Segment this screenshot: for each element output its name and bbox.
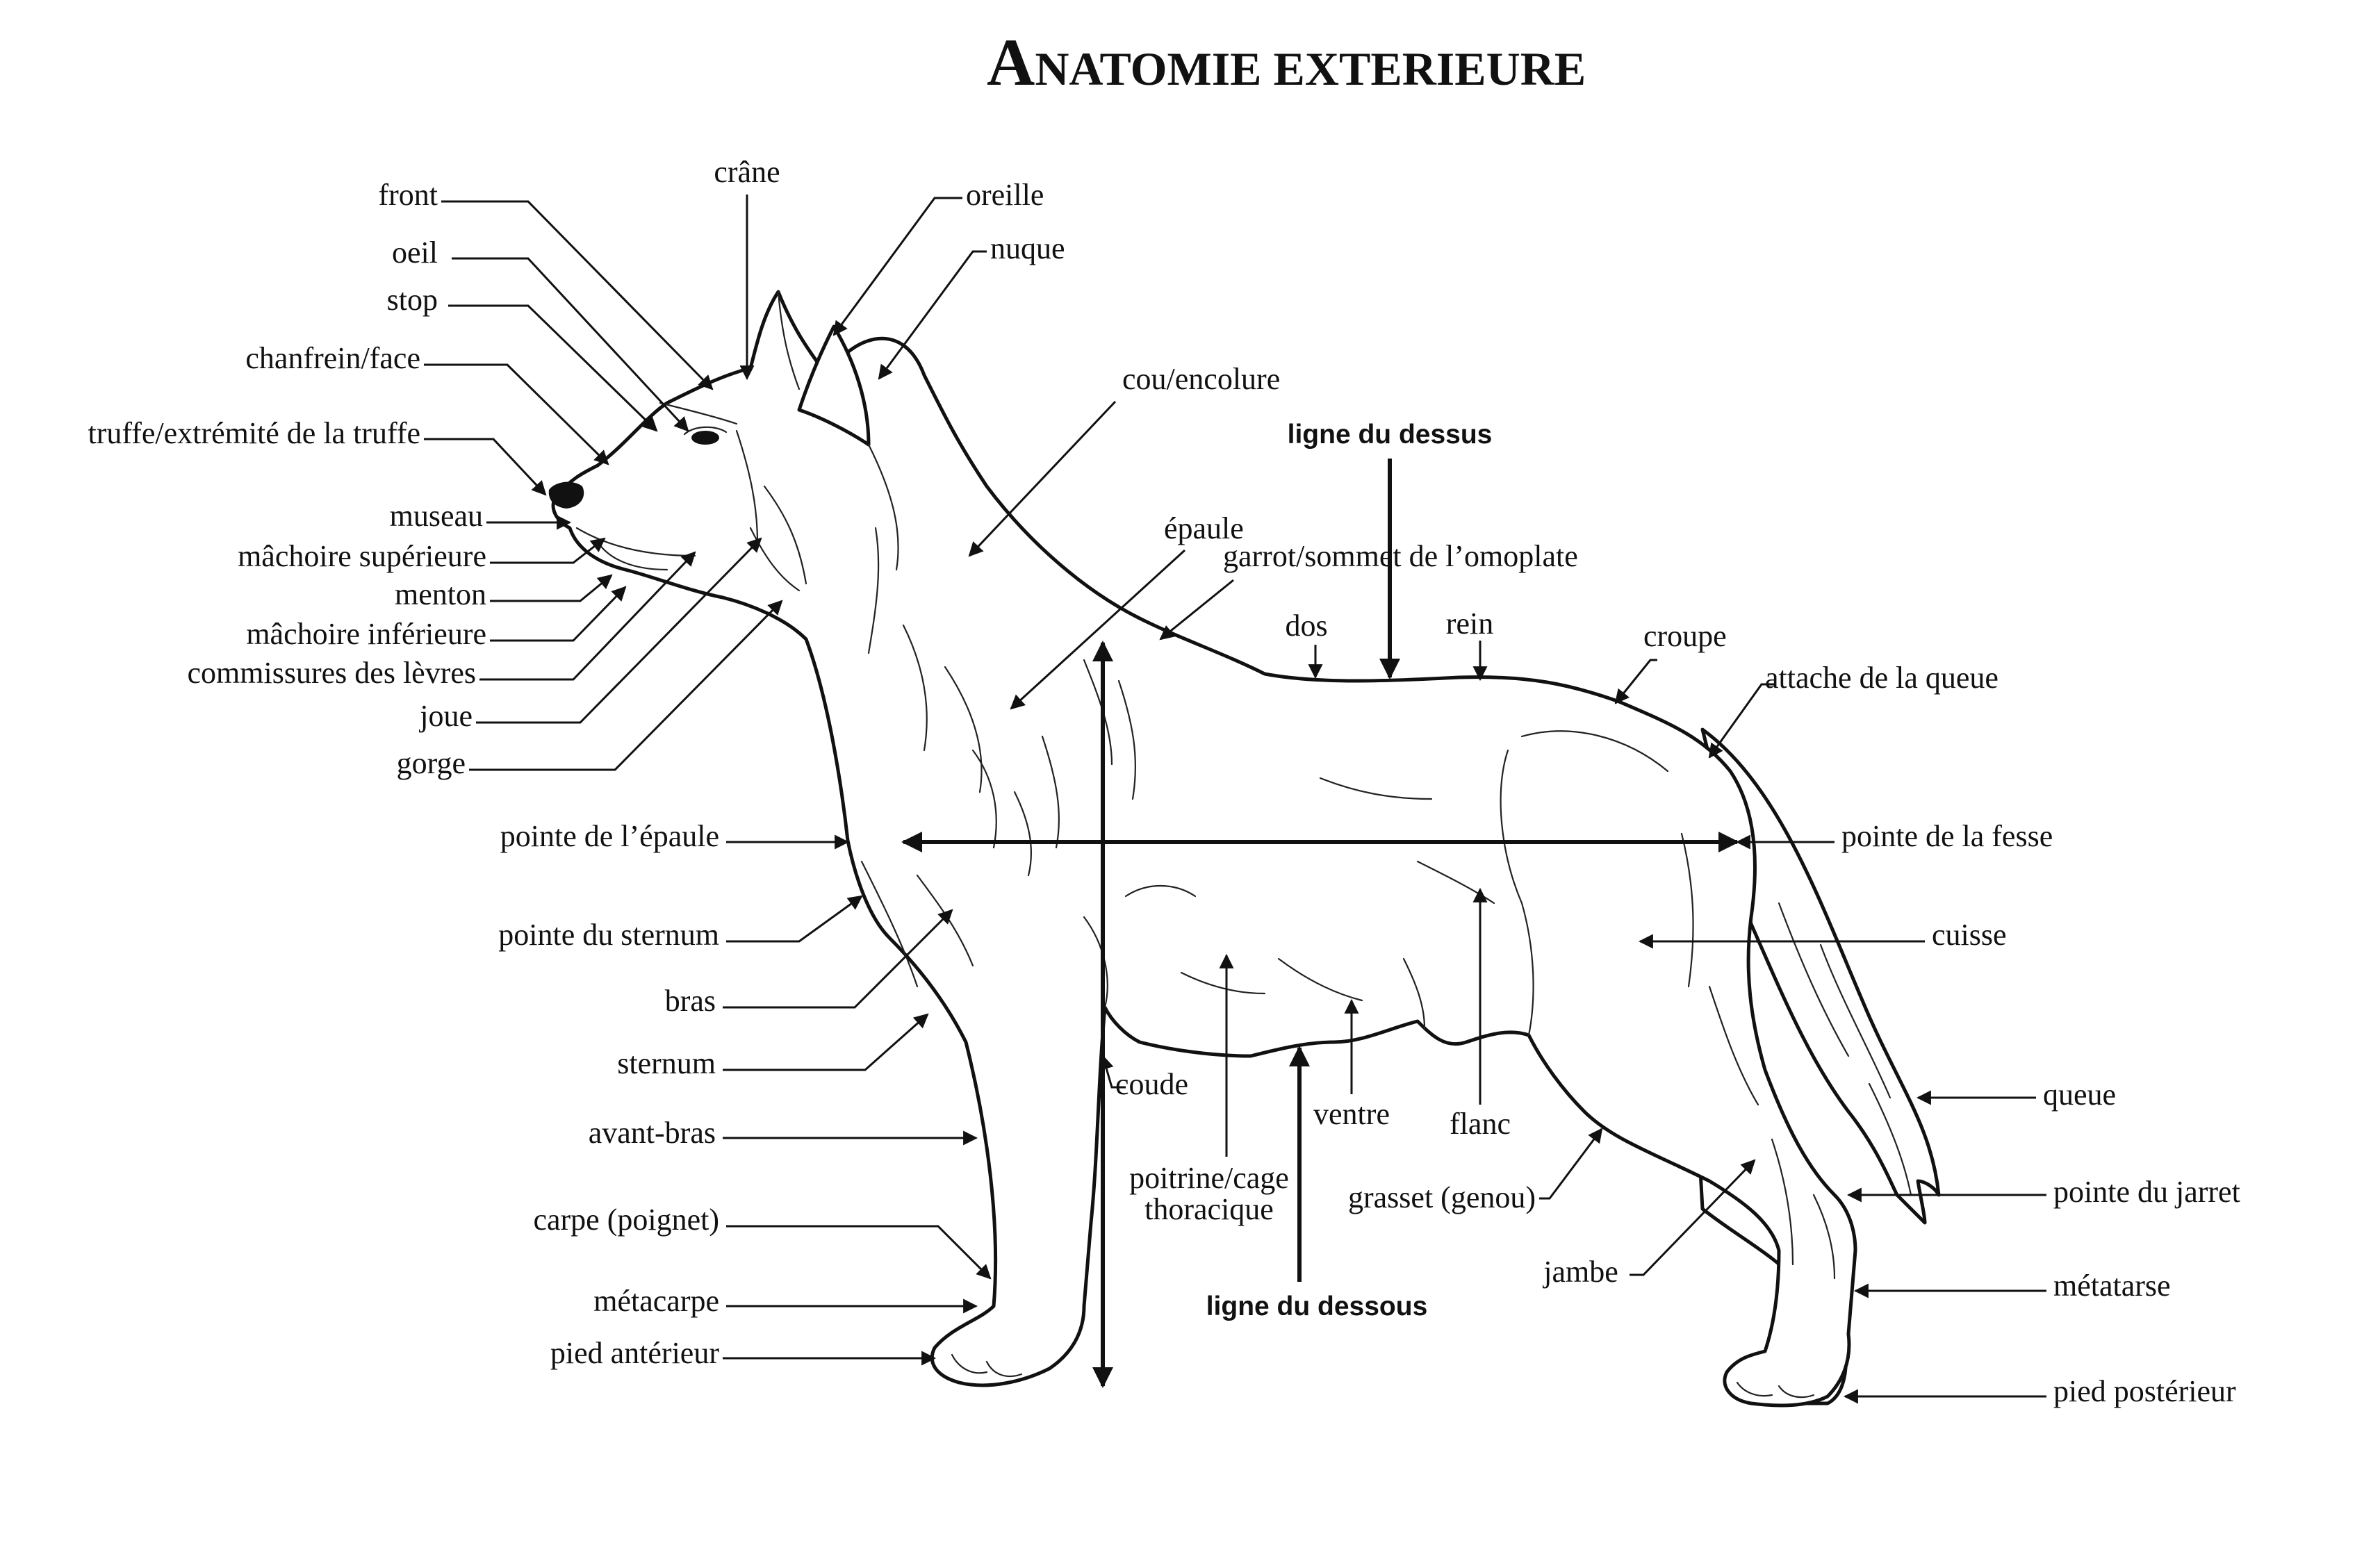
label-ventre: ventre bbox=[1313, 1097, 1390, 1131]
label-metacarpe: métacarpe bbox=[593, 1284, 719, 1318]
leader-oreille bbox=[832, 197, 962, 336]
label-poitrine-1: poitrine/cage bbox=[1129, 1161, 1289, 1195]
title-initial: A bbox=[987, 25, 1035, 99]
leader-front bbox=[441, 200, 714, 390]
dog-mouth bbox=[575, 527, 696, 557]
label-attache-queue: attache de la queue bbox=[1765, 661, 1999, 695]
leader-coude bbox=[1099, 1054, 1126, 1089]
leader-machoire-inf bbox=[490, 586, 627, 642]
leader-garrot bbox=[1159, 579, 1234, 641]
leader-croupe bbox=[1614, 659, 1657, 704]
dog-near-ear bbox=[797, 324, 871, 447]
leader-attache-queue bbox=[1708, 683, 1775, 759]
label-cuisse: cuisse bbox=[1932, 918, 2007, 952]
dog-nose bbox=[548, 481, 584, 509]
leader-grasset bbox=[1539, 1128, 1603, 1200]
leader-sternum bbox=[723, 1013, 929, 1071]
label-queue: queue bbox=[2043, 1078, 2116, 1112]
leader-bras bbox=[723, 909, 953, 1009]
dog-body bbox=[551, 290, 1857, 1408]
label-front: front bbox=[378, 178, 438, 212]
leader-menton bbox=[490, 574, 613, 602]
label-truffe: truffe/extrémité de la truffe bbox=[88, 416, 420, 450]
label-oeil: oeil bbox=[392, 236, 438, 270]
label-machoire-sup: mâchoire supérieure bbox=[238, 539, 486, 573]
label-poitrine-2: thoracique bbox=[1144, 1192, 1274, 1226]
leader-jambe bbox=[1630, 1159, 1756, 1276]
leader-cou bbox=[968, 400, 1117, 557]
label-menton: menton bbox=[395, 577, 486, 611]
label-museau: museau bbox=[390, 499, 483, 533]
diagram-title: ANATOMIE EXTERIEURE bbox=[987, 25, 1586, 99]
leader-oeil bbox=[452, 257, 689, 432]
label-machoire-inf: mâchoire inférieure bbox=[246, 617, 486, 651]
label-epaule: épaule bbox=[1164, 511, 1244, 545]
label-joue: joue bbox=[418, 699, 473, 733]
label-pointe-sternum: pointe du sternum bbox=[498, 918, 719, 952]
dog-far-ear-line bbox=[777, 290, 801, 390]
label-bras: bras bbox=[665, 984, 716, 1018]
label-jambe: jambe bbox=[1542, 1255, 1618, 1289]
label-sternum: sternum bbox=[617, 1046, 716, 1080]
label-avant-bras: avant-bras bbox=[589, 1116, 716, 1150]
label-dos: dos bbox=[1285, 609, 1327, 643]
leader-lines bbox=[424, 195, 2046, 1404]
leader-stop bbox=[448, 304, 658, 432]
label-chanfrein: chanfrein/face bbox=[245, 341, 420, 375]
label-garrot: garrot/sommet de l’omoplate bbox=[1223, 539, 1578, 573]
label-stop: stop bbox=[387, 283, 438, 317]
label-crane: crâne bbox=[714, 155, 780, 189]
dog-eye bbox=[691, 431, 719, 445]
label-rein: rein bbox=[1446, 607, 1493, 641]
leader-carpe bbox=[726, 1225, 992, 1280]
label-carpe: carpe (poignet) bbox=[533, 1203, 719, 1237]
label-metatarse: métatarse bbox=[2053, 1269, 2171, 1303]
leader-gorge bbox=[469, 600, 783, 771]
label-commissures: commissures des lèvres bbox=[188, 656, 476, 690]
leader-truffe bbox=[424, 438, 547, 496]
label-pointe-jarret: pointe du jarret bbox=[2053, 1175, 2240, 1209]
label-nuque: nuque bbox=[990, 231, 1065, 265]
leader-epaule bbox=[1010, 549, 1186, 710]
leader-nuque bbox=[878, 250, 987, 380]
leader-commissures bbox=[479, 551, 696, 681]
leader-pointe-sternum bbox=[726, 895, 863, 943]
labels: front oeil stop chanfrein/face truffe/ex… bbox=[88, 155, 2240, 1408]
dog-illustration bbox=[548, 290, 1941, 1408]
label-gorge: gorge bbox=[397, 746, 466, 780]
label-ligne-dessus: ligne du dessus bbox=[1288, 420, 1493, 449]
label-oreille: oreille bbox=[966, 178, 1044, 212]
label-pointe-epaule: pointe de l’épaule bbox=[500, 819, 719, 853]
label-ligne-dessous: ligne du dessous bbox=[1206, 1292, 1428, 1321]
dog-thigh-contour bbox=[1500, 749, 1534, 1037]
label-cou: cou/encolure bbox=[1122, 362, 1280, 396]
title-rest: NATOMIE EXTERIEURE bbox=[1035, 42, 1586, 95]
label-coude: coude bbox=[1115, 1067, 1188, 1101]
label-pied-posterieur: pied postérieur bbox=[2053, 1374, 2236, 1408]
leader-joue bbox=[476, 537, 762, 724]
label-flanc: flanc bbox=[1450, 1107, 1511, 1141]
label-grasset: grasset (genou) bbox=[1348, 1180, 1536, 1214]
label-croupe: croupe bbox=[1643, 619, 1727, 653]
dog-tail bbox=[1700, 727, 1941, 1225]
leader-machoire-sup bbox=[490, 537, 606, 564]
leader-chanfrein bbox=[424, 363, 609, 465]
label-pointe-fesse: pointe de la fesse bbox=[1841, 819, 2053, 853]
label-pied-anterieur: pied antérieur bbox=[550, 1336, 719, 1370]
